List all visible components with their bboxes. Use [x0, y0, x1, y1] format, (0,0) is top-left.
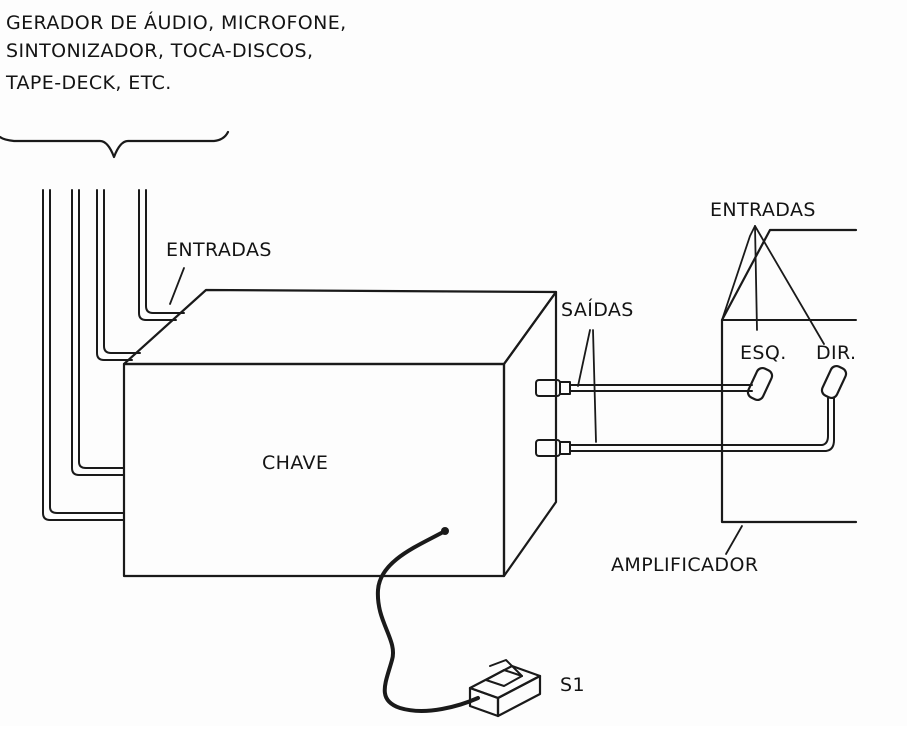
amp-left-label: ESQ. [740, 342, 787, 364]
input-cable-1-inner [49, 189, 125, 514]
switch-box-top [122, 288, 558, 366]
switch-inputs-label: ENTRADAS [166, 239, 272, 261]
amplifier-label: AMPLIFICADOR [611, 554, 758, 576]
amp-inputs-label: ENTRADAS [710, 199, 816, 221]
amp-inputs-pointer-a [721, 225, 756, 321]
amp-right-label: DIR. [816, 342, 856, 364]
output-cables [569, 384, 835, 452]
input-cable-1-outer [42, 189, 125, 521]
amp-jack-right [820, 364, 848, 400]
input-cable-2-inner [78, 189, 125, 469]
amp-jack-left [746, 366, 774, 402]
right-output-cable [569, 397, 835, 452]
switch-label: CHAVE [262, 452, 328, 474]
s1-label: S1 [560, 674, 585, 696]
source-line-3: TAPE-DECK, ETC. [5, 72, 172, 94]
outputs-label: SAÍDAS [561, 298, 634, 321]
s1-rocker[interactable] [485, 669, 523, 687]
switch-box-side [502, 290, 558, 578]
source-line-2: SINTONIZADOR, TOCA-DISCOS, [6, 40, 313, 62]
outputs-pointer-1 [577, 329, 591, 387]
switch-box-front [122, 362, 506, 578]
amp-inputs-pointer-c [754, 225, 825, 345]
power-cord [375, 529, 480, 713]
input-cable-2-outer [71, 189, 125, 476]
input-cable-3-inner [103, 189, 141, 354]
switch-box: CHAVE [122, 288, 558, 578]
input-cable-3-outer [96, 189, 133, 361]
switch-inputs-pointer [169, 267, 185, 305]
source-brace [0, 130, 230, 159]
amp-jacks [746, 364, 848, 402]
source-line-1: GERADOR DE ÁUDIO, MICROFONE, [6, 11, 347, 34]
amplifier-pointer [725, 525, 743, 555]
amp-inputs-pointer-b [754, 225, 758, 331]
input-cable-4-outer [138, 189, 177, 321]
amplifier-body [720, 228, 858, 524]
s1-switch[interactable] [468, 659, 542, 718]
output-jacks [535, 379, 571, 457]
input-cable-4-inner [145, 189, 185, 314]
input-cables [42, 189, 185, 521]
source-list: GERADOR DE ÁUDIO, MICROFONE, SINTONIZADO… [5, 11, 347, 94]
amplifier [720, 228, 858, 524]
